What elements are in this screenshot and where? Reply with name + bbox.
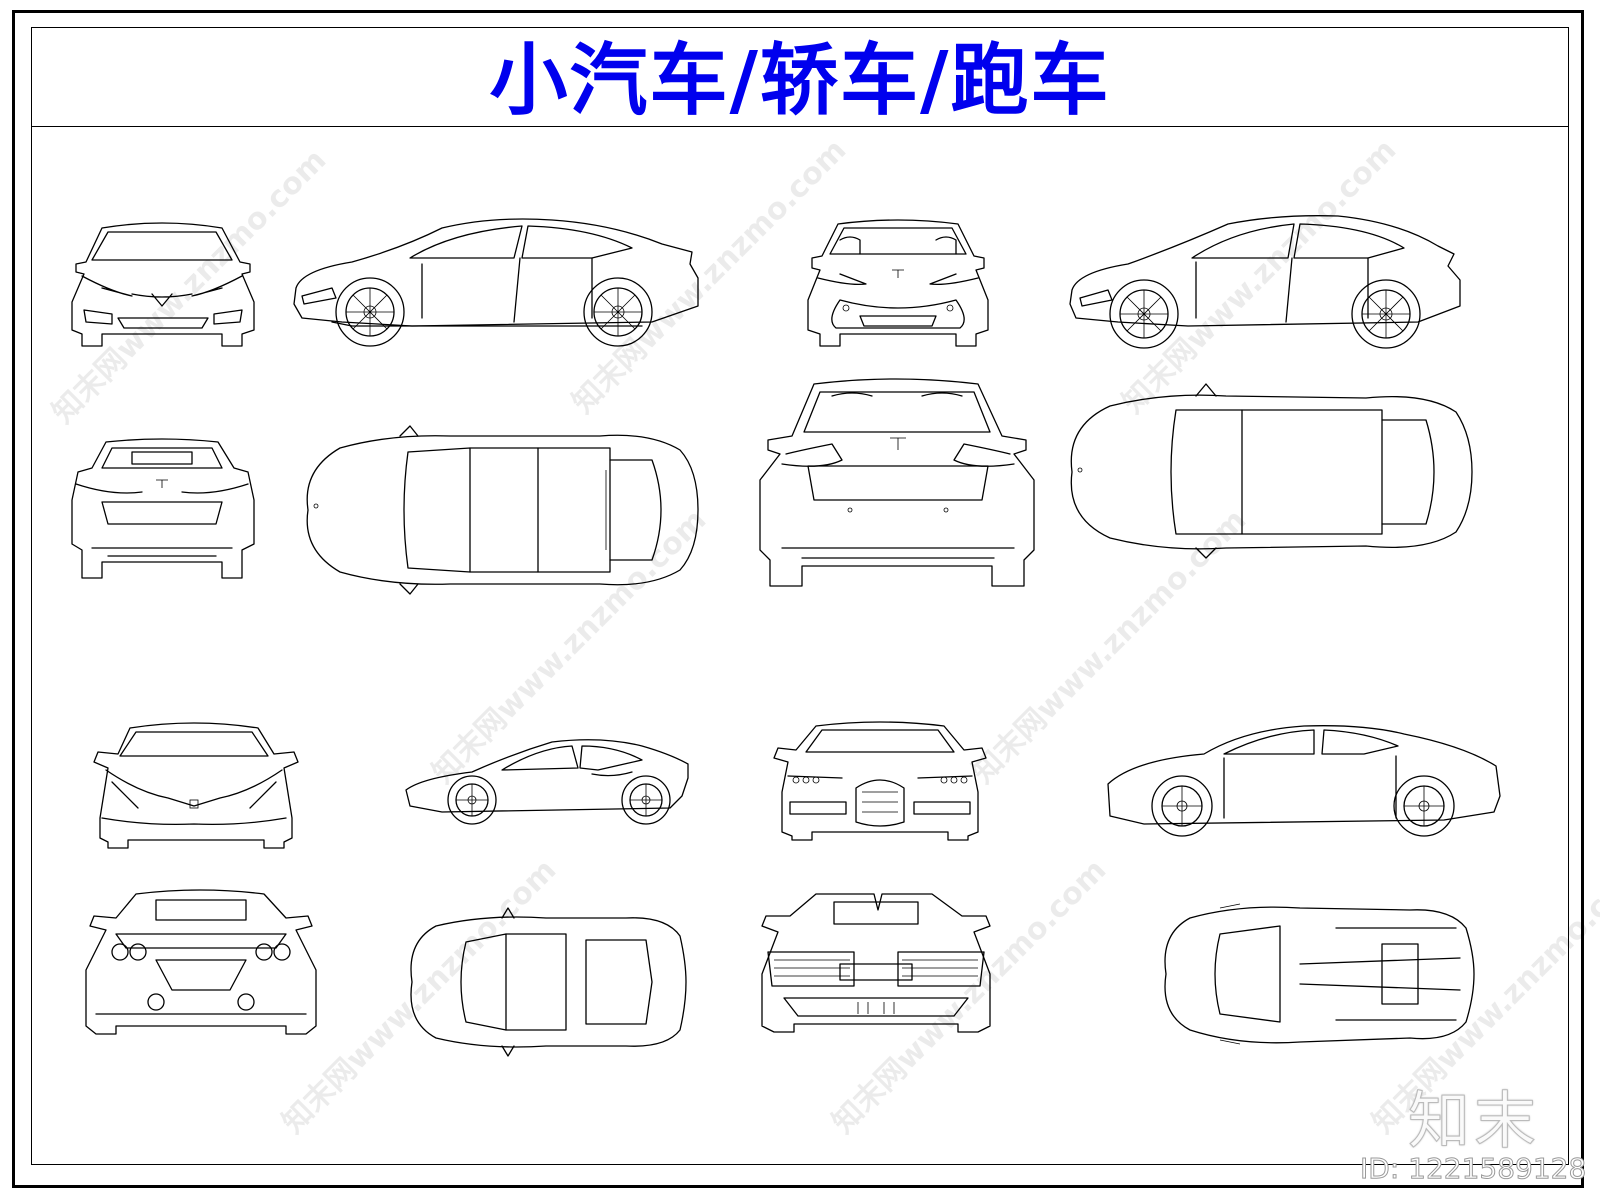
sports-b-front-view [773,721,987,841]
drawing-id-label: ID: 1221589128 [1359,1152,1587,1186]
inner-frame [31,27,1569,1165]
sports-a-top-view [410,907,687,1057]
sedan-b-rear-view [759,378,1035,587]
sedan-a-top-view [306,425,699,595]
sports-a-rear-view [85,889,317,1035]
sedan-a-side-view [293,218,699,347]
sedan-a-front-view [71,222,255,347]
brand-logo-watermark: 知末 [1407,1084,1541,1158]
sports-a-side-view [405,739,689,825]
sports-b-top-view [1164,903,1475,1045]
sports-b-rear-view [761,893,991,1033]
sedan-b-side-view [1069,215,1461,349]
sports-b-side-view [1107,725,1501,837]
sedan-b-top-view [1070,383,1473,559]
drawing-title: 小汽车/轿车/跑车 [489,35,1111,126]
outer-frame [12,10,1584,1188]
title-divider [31,126,1569,127]
sedan-a-rear-view [71,438,255,579]
sports-a-front-view [93,722,299,849]
sedan-b-front-view [807,219,989,347]
